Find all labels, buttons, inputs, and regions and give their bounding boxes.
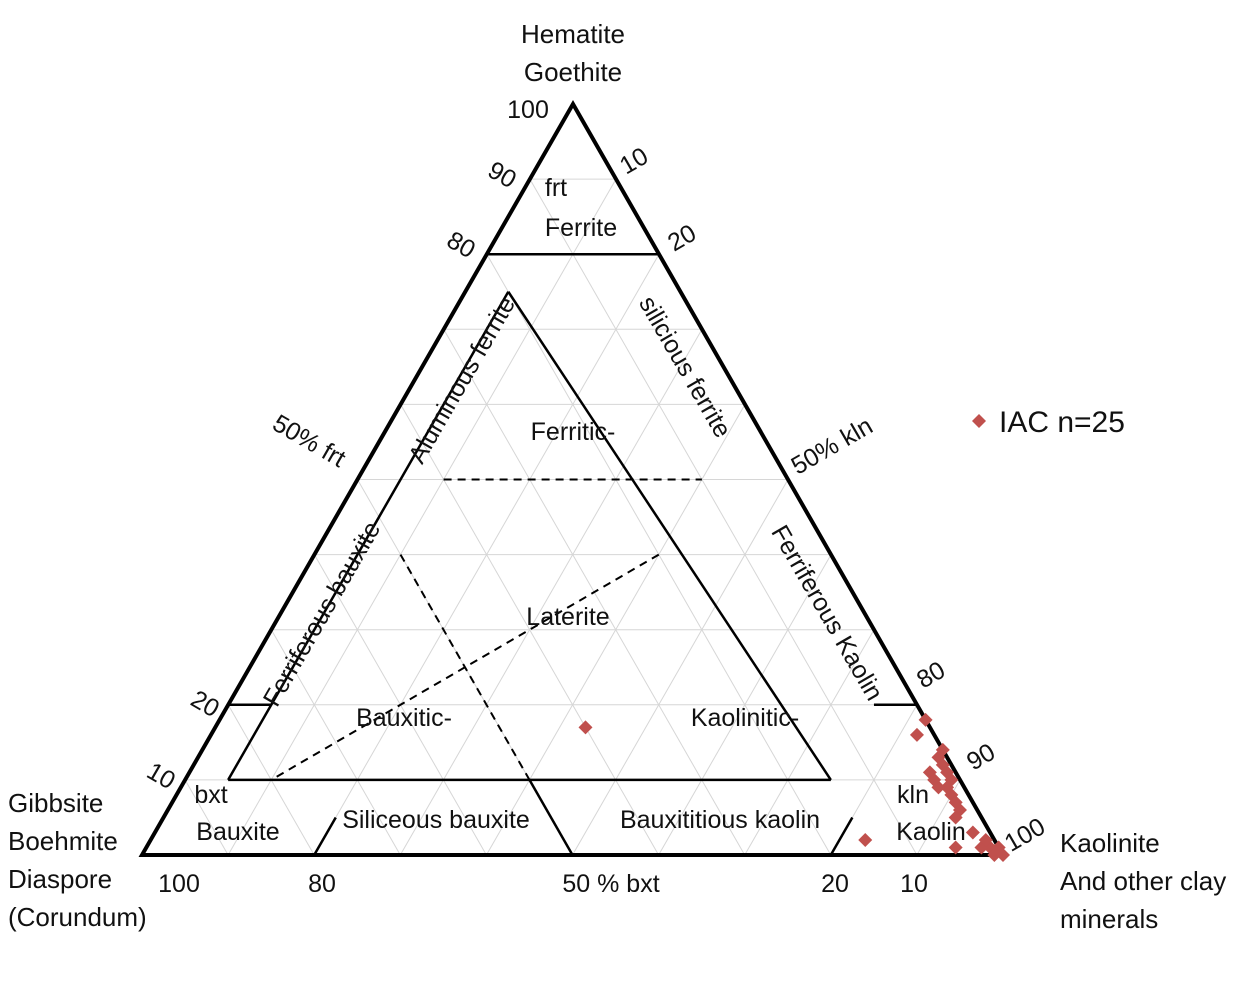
region-label-aluminous-ferrite: Aluminous ferrite [403, 292, 521, 468]
bottom-edge-tick: 10 [900, 870, 928, 898]
boundary-line [786, 478, 833, 556]
boundary-line [313, 478, 359, 556]
right-edge-tick: 80 [912, 656, 950, 694]
grid-lines [184, 178, 961, 856]
grid-line [227, 178, 617, 856]
region-label-ferrite: Ferrite [545, 214, 617, 242]
boundary-line [313, 816, 337, 856]
apex-label-gibbsite: (Corundum) [8, 902, 147, 932]
data-point [918, 712, 933, 727]
region-label-siliceous-bauxite: Siliceous bauxite [342, 806, 530, 834]
data-point [858, 832, 873, 847]
data-point [931, 780, 946, 795]
region-label-bauxite: Bauxite [196, 818, 279, 846]
boundary-line [528, 779, 574, 856]
apex-label-kaolinite: Kaolinite [1060, 828, 1160, 858]
bottom-edge-tick: 80 [308, 870, 336, 898]
region-label-bxt: bxt [194, 781, 227, 809]
left-edge-tick: 80 [442, 226, 480, 264]
bottom-edge-tick: 100 [158, 870, 200, 898]
apex-label-hematite: Goethite [524, 57, 622, 87]
region-label-bauxitic: Bauxitic- [356, 704, 452, 732]
right-edge-tick: 20 [663, 219, 701, 257]
boundary-line [227, 291, 510, 781]
left-edge-tick: 90 [483, 156, 521, 194]
bottom-edge-tick: 20 [821, 870, 849, 898]
bottom-edge-tick: 50 % bxt [562, 870, 659, 898]
region-label-kln: kln [897, 781, 929, 809]
region-label-frt: frt [545, 174, 567, 202]
boundary-line [829, 816, 854, 856]
left-edge-tick: 100 [507, 96, 549, 124]
right-edge-tick: 10 [615, 142, 653, 180]
apex-label-gibbsite: Diaspore [8, 864, 112, 894]
grid-line [184, 779, 229, 856]
left-edge-tick: 10 [142, 757, 180, 795]
grid-line [572, 479, 789, 856]
left-edge-tick: 50% frt [268, 409, 351, 473]
region-label-ferritic: Ferritic- [531, 418, 616, 446]
legend-label: IAC n=25 [999, 406, 1125, 439]
region-label-laterite: Laterite [526, 603, 609, 631]
data-point [978, 832, 993, 847]
legend-marker [972, 414, 986, 428]
data-point [578, 720, 593, 735]
region-label-silicious-ferrite: silicious ferrite [633, 291, 736, 442]
region-label-bauxititious-kaolin: Bauxititious kaolin [620, 806, 820, 834]
left-edge-tick: 20 [186, 685, 224, 723]
grid-line [529, 178, 918, 856]
data-point [948, 810, 963, 825]
data-point [948, 840, 963, 855]
grid-line [399, 329, 703, 856]
apex-label-hematite: Hematite [521, 19, 625, 49]
data-point [965, 825, 980, 840]
dashed-boundary [270, 553, 660, 781]
boundary-line [507, 291, 832, 781]
grid-line [658, 554, 832, 856]
apex-label-gibbsite: Boehmite [8, 826, 118, 856]
right-edge-tick: 50% kln [786, 412, 877, 481]
apex-label-kaolinite: And other clay [1060, 866, 1226, 896]
region-label-ferriferous-bauxite: Ferriferous bauxite [258, 517, 386, 712]
data-point [909, 727, 924, 742]
region-label-kaolinitic: Kaolinitic- [691, 704, 799, 732]
right-edge-tick: 90 [962, 738, 1000, 776]
right-edge-tick: 100 [1000, 813, 1050, 858]
classification-boundaries [138, 99, 1007, 857]
apex-label-gibbsite: Gibbsite [8, 788, 103, 818]
data-points [578, 712, 1010, 862]
data-point [996, 848, 1010, 862]
apex-label-kaolinite: minerals [1060, 904, 1158, 934]
grid-line [744, 629, 875, 856]
